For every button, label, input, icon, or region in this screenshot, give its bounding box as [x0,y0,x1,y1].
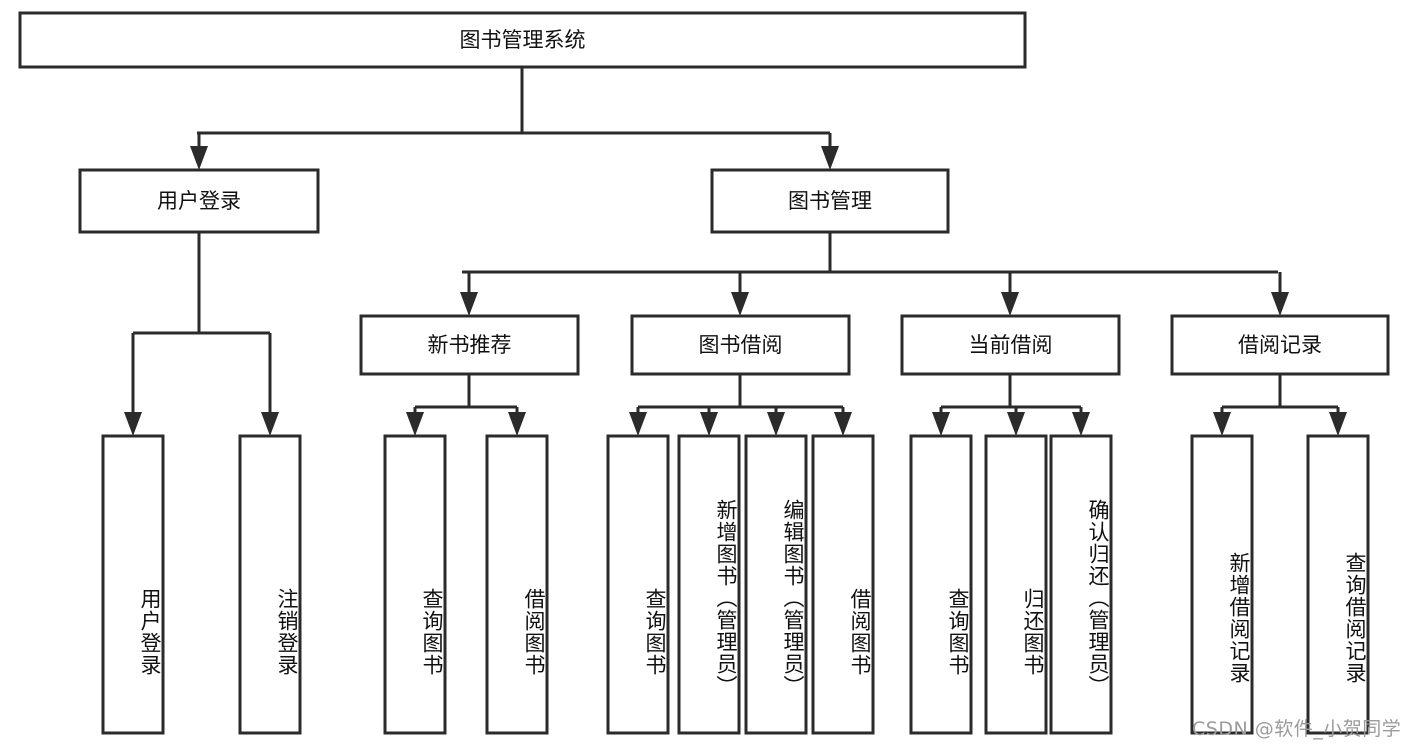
node-box-leaf-query-book-3[interactable] [909,434,973,735]
node-label-user-login: 用户登录 [157,189,241,213]
node-label-root: 图书管理系统 [460,28,586,52]
arrow-to-leaf-query-record [1329,412,1347,436]
node-box-root[interactable] [18,11,1027,69]
node-label-borrow-record: 借阅记录 [1238,333,1322,357]
arrow-to-leaf-add-book [700,412,718,436]
arrow-to-leaf-add-record [1213,412,1231,436]
node-box-new-book-recommend[interactable] [359,314,580,376]
node-box-leaf-logout[interactable] [238,434,302,735]
node-box-leaf-borrow-book-1[interactable] [485,434,549,735]
arrow-to-leaf-logout [261,412,279,436]
node-label-new-book-recommend: 新书推荐 [428,333,512,357]
arrow-to-user-login [190,146,208,170]
node-box-borrow-record[interactable] [1170,314,1390,376]
node-box-leaf-query-book-2[interactable] [606,434,670,735]
arrow-to-leaf-query-book-2 [629,412,647,436]
node-label-current-borrow: 当前借阅 [969,333,1053,357]
node-box-leaf-borrow-book-2[interactable] [811,434,875,735]
node-box-leaf-user-login[interactable] [101,434,165,735]
node-boxes-layer [18,11,1390,735]
node-box-user-login[interactable] [78,168,320,234]
arrow-to-book-borrow [731,292,749,316]
node-box-leaf-confirm-return[interactable] [1049,434,1113,735]
arrow-to-leaf-query-book-1 [406,412,424,436]
csdn-watermark: CSDN @软件_小贺同学 [1192,718,1402,740]
arrowheads-layer [124,146,1347,436]
node-box-book-management[interactable] [710,168,950,234]
arrow-to-leaf-borrow-book-1 [508,412,526,436]
node-box-leaf-add-record[interactable] [1190,434,1254,735]
node-box-current-borrow[interactable] [900,314,1121,376]
node-label-book-borrow: 图书借阅 [699,333,783,357]
node-box-leaf-edit-book[interactable] [744,434,808,735]
arrow-to-leaf-borrow-book-2 [834,412,852,436]
arrow-to-leaf-confirm-return [1072,412,1090,436]
node-box-leaf-query-record[interactable] [1306,434,1370,735]
arrow-to-leaf-user-login [124,412,142,436]
arrow-to-borrow-record [1271,292,1289,316]
arrow-to-new-book-recommend [460,292,478,316]
node-box-leaf-add-book[interactable] [677,434,741,735]
arrow-to-leaf-query-book-3 [932,412,950,436]
arrow-to-book-management [821,146,839,170]
node-box-leaf-return-book[interactable] [984,434,1048,735]
node-box-leaf-query-book-1[interactable] [383,434,447,735]
node-box-book-borrow[interactable] [630,314,851,376]
arrow-to-leaf-edit-book [767,412,785,436]
node-label-book-management: 图书管理 [788,189,872,213]
arrow-to-current-borrow [1001,292,1019,316]
arrow-to-leaf-return-book [1007,412,1025,436]
